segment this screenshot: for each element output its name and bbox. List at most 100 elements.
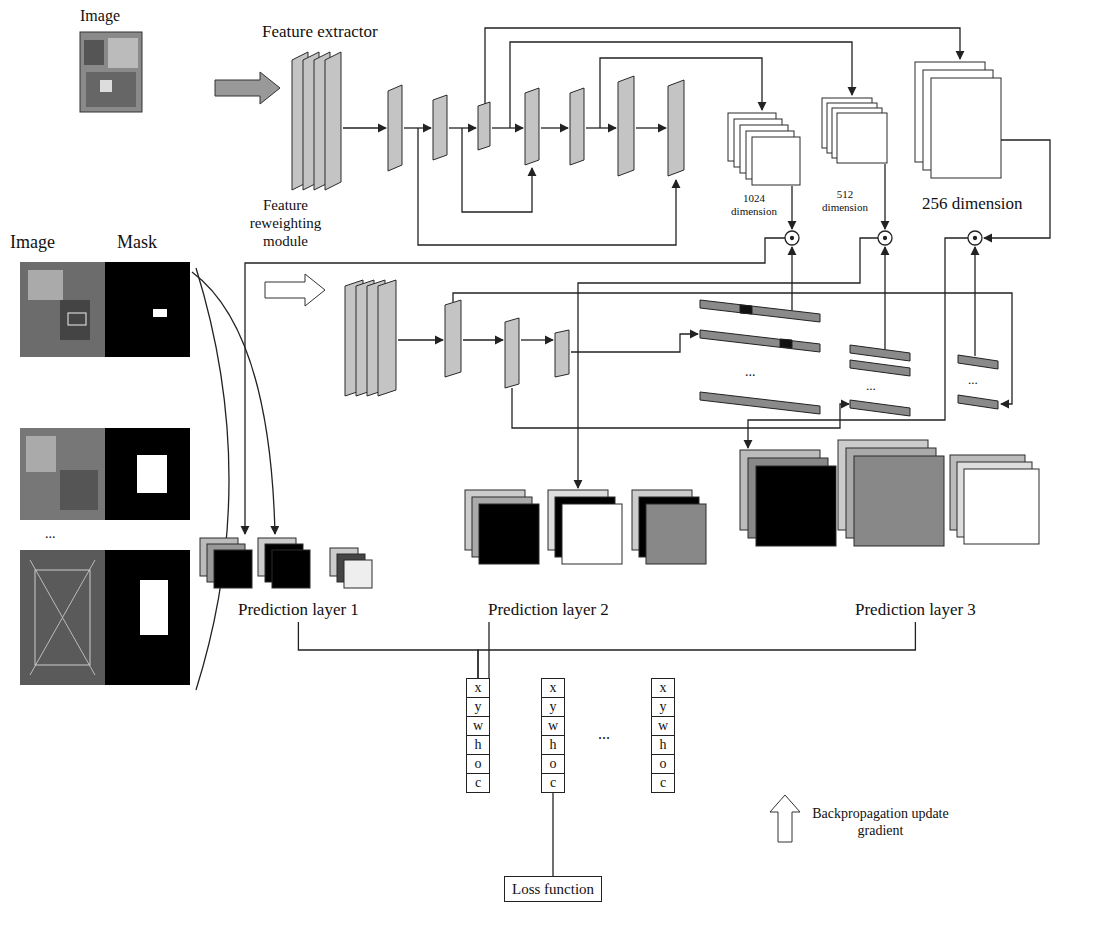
prediction-map [214, 550, 252, 588]
vector-field: w [658, 718, 668, 733]
conv-layer [618, 76, 634, 176]
conv-layer [445, 300, 461, 377]
prediction-layer: Prediction layer 3 [855, 598, 976, 622]
diagram-label: ... [968, 372, 978, 388]
link-line [791, 247, 792, 310]
multiply-dot [974, 237, 977, 240]
layer-label: Prediction layer 2 [488, 600, 609, 620]
output-vector: xywhoc [541, 678, 565, 793]
link-line [571, 334, 698, 352]
connector-line [478, 622, 915, 678]
link-line [453, 293, 1012, 404]
vector-field: c [475, 775, 481, 790]
vector-cell: h [467, 736, 489, 755]
link-line [791, 186, 792, 229]
vector-cell: o [652, 755, 674, 774]
vector-field: w [473, 718, 483, 733]
input-image [80, 32, 142, 112]
conv-layer [378, 280, 396, 396]
process-box: Loss function [504, 876, 602, 902]
link-line [578, 238, 878, 488]
multiply-symbols [785, 231, 982, 245]
conv-layer [433, 95, 447, 160]
link-line [398, 339, 443, 340]
mask-region [140, 580, 168, 635]
diagram-label: Image [80, 6, 120, 25]
reweight-vector [850, 360, 910, 376]
diagram-label: Image [10, 232, 55, 254]
image-patch [100, 80, 112, 92]
conv-layer [325, 52, 341, 190]
feature-map [752, 137, 800, 185]
vector-field: w [548, 718, 558, 733]
link-line [748, 238, 968, 448]
conv-layer [570, 88, 584, 165]
extractor-links [343, 28, 960, 245]
link-line [463, 339, 503, 340]
feature-maps-256 [915, 62, 1001, 178]
mask-image [105, 428, 190, 520]
vector-field: h [475, 737, 482, 752]
multiply-dot [791, 237, 794, 240]
output-vector: xywhoc [651, 678, 675, 793]
prediction-map [344, 560, 372, 588]
reweight-vector [850, 345, 910, 361]
image-patch [60, 470, 98, 510]
mask-region [153, 309, 167, 317]
prediction-layer: Prediction layer 2 [488, 598, 609, 622]
reweight-layers [345, 280, 569, 396]
image-patch [60, 300, 90, 340]
reweight-vector [958, 395, 998, 409]
image-patch [108, 38, 138, 68]
input-arrow [215, 72, 280, 104]
diagram-label: ... [45, 526, 56, 543]
support-image [20, 550, 105, 685]
vector-field: o [660, 756, 667, 771]
vector-cell: c [542, 774, 564, 792]
vector-field: o [475, 756, 482, 771]
extractor-layers [292, 52, 684, 190]
object-box [68, 313, 86, 325]
vector-field: x [475, 680, 482, 695]
backprop-arrow [770, 795, 800, 842]
link-line [984, 140, 1050, 238]
image-patch [86, 72, 136, 107]
vector-cell: w [542, 717, 564, 736]
vector-cell: x [542, 679, 564, 698]
diagram-label: Mask [117, 232, 157, 254]
vector-cell: w [652, 717, 674, 736]
reweight-vector [700, 330, 820, 352]
vector-cell: h [652, 736, 674, 755]
link-line [343, 127, 386, 128]
mask-image [105, 262, 190, 357]
diagram-label: ... [598, 724, 610, 743]
vector-cell: c [652, 774, 674, 792]
conv-layer [388, 85, 402, 171]
vector-field: c [550, 775, 556, 790]
multiply-symbol [878, 231, 892, 245]
vector-field: x [550, 680, 557, 695]
image-patch [28, 270, 63, 300]
vector-cell-dark [740, 305, 752, 314]
image-line [30, 560, 95, 675]
support-image [20, 262, 105, 357]
skip-connection [462, 128, 532, 212]
vector-field: h [660, 737, 667, 752]
skip-connection [418, 128, 676, 245]
prediction-map [756, 466, 836, 546]
image-patch [26, 436, 56, 472]
diagram-label: 512 dimension [820, 188, 870, 214]
link-line [884, 247, 885, 349]
link-line [884, 164, 885, 229]
layer-label: Prediction layer 3 [855, 600, 976, 620]
vector-field: h [550, 737, 557, 752]
multiply-symbol [785, 231, 799, 245]
conv-layer [555, 330, 569, 377]
prediction-map [272, 550, 310, 588]
scale-link [485, 28, 960, 128]
diagram-label: ... [866, 378, 876, 394]
diagram-label: Feature reweighting module [238, 196, 333, 250]
vector-cell: h [542, 736, 564, 755]
